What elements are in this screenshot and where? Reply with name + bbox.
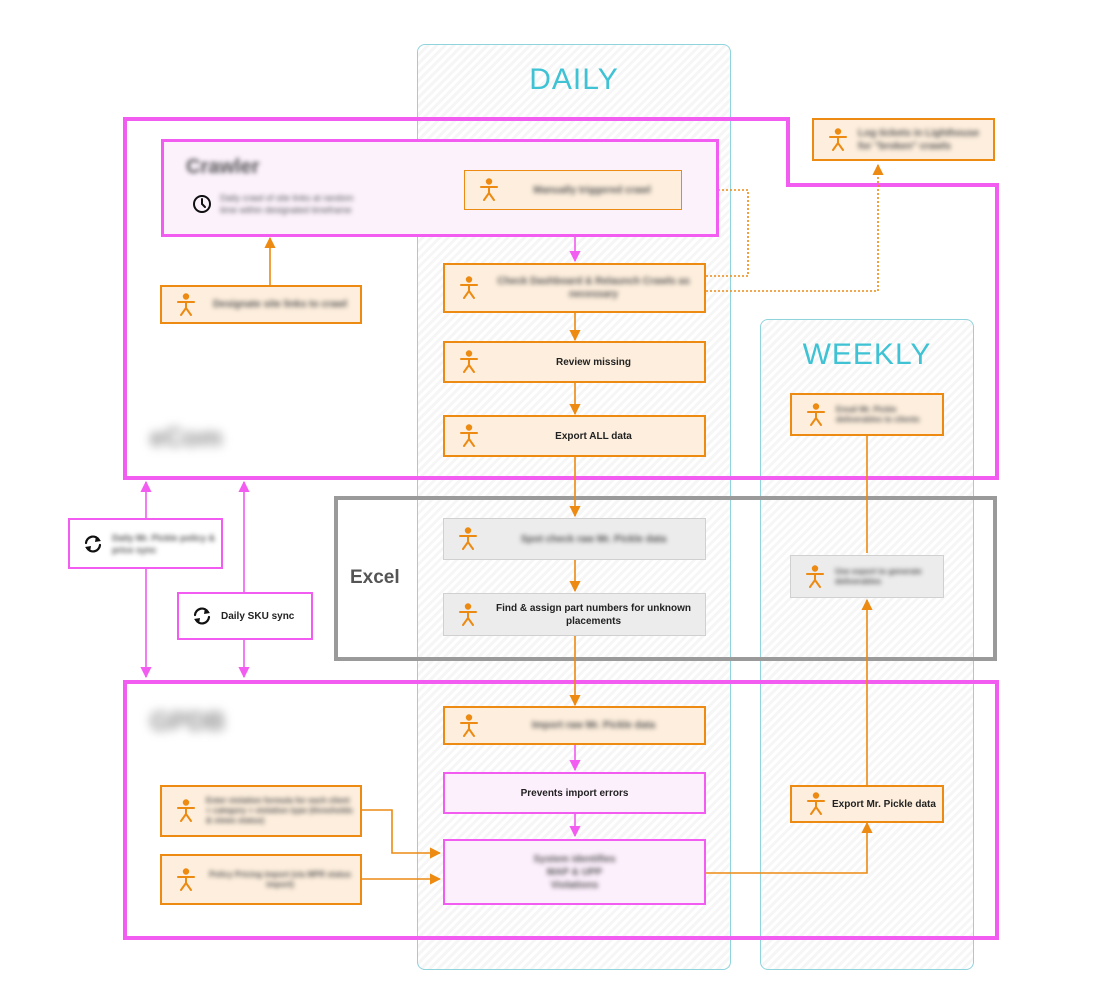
task-email-deliverables[interactable]: Email Mr. Pickle deliverables to clients xyxy=(790,393,944,436)
task-export-all[interactable]: Export ALL data xyxy=(443,415,706,457)
task-system-identifies-label: System identifies MAP & UPP Violations xyxy=(533,853,616,891)
refresh-icon xyxy=(84,534,102,553)
daily-lane-title: DAILY xyxy=(529,63,619,96)
task-email-deliverables-label: Email Mr. Pickle deliverables to clients xyxy=(836,404,920,424)
sync-daily-mr-pickle-label: Daily Mr. Pickle policy & price sync xyxy=(112,532,216,555)
task-enter-violation[interactable]: Enter violation formula for each client … xyxy=(160,785,362,837)
sync-daily-mr-pickle[interactable]: Daily Mr. Pickle policy & price sync xyxy=(68,518,223,569)
gpdb-region xyxy=(123,680,999,940)
task-spot-check-label: Spot check raw Mr. Pickle data xyxy=(520,533,667,545)
person-icon xyxy=(460,713,478,737)
task-export-all-label: Export ALL data xyxy=(555,430,632,442)
task-policy-pricing[interactable]: Policy Pricing import (via MPR status im… xyxy=(160,854,362,905)
task-manually-triggered[interactable]: Manually triggered crawl xyxy=(464,170,682,210)
task-system-identifies[interactable]: System identifies MAP & UPP Violations xyxy=(443,839,706,905)
task-manually-triggered-label: Manually triggered crawl xyxy=(533,184,651,196)
task-import-raw-label: Import raw Mr. Pickle data xyxy=(531,720,656,731)
crawler-box: Crawler Daily crawl of site links at ran… xyxy=(161,139,719,237)
task-enter-violation-label: Enter violation formula for each client … xyxy=(206,796,353,825)
clock-icon xyxy=(193,195,211,213)
person-icon xyxy=(480,178,498,201)
task-log-tickets-label: Log tickets in Lighthouse for "broken" c… xyxy=(858,127,980,152)
person-icon xyxy=(459,527,477,550)
task-review-missing-label: Review missing xyxy=(555,356,632,368)
task-export-mr-pickle-label: Export Mr. Pickle data xyxy=(832,798,936,810)
person-icon xyxy=(177,867,195,891)
refresh-icon xyxy=(193,607,211,625)
excel-region xyxy=(334,496,997,661)
task-import-raw[interactable]: Import raw Mr. Pickle data xyxy=(443,706,706,745)
person-icon xyxy=(177,292,195,316)
person-icon xyxy=(806,564,824,588)
person-icon xyxy=(460,276,478,299)
task-check-dashboard-label: Check Dashboard & Relaunch Crawls as nec… xyxy=(497,276,690,300)
sync-daily-sku-label: Daily SKU sync xyxy=(221,610,295,622)
task-prevents-errors-label: Prevents import errors xyxy=(520,787,629,799)
person-icon xyxy=(177,799,195,822)
sync-daily-sku[interactable]: Daily SKU sync xyxy=(177,592,313,640)
person-icon xyxy=(459,602,477,626)
dotted-check-to-log xyxy=(706,163,884,292)
task-export-mr-pickle[interactable]: Export Mr. Pickle data xyxy=(790,785,944,823)
excel-label: Excel xyxy=(350,567,400,588)
task-use-export[interactable]: Use export to generate deliverables xyxy=(790,555,944,598)
person-icon xyxy=(460,424,478,447)
task-find-assign[interactable]: Find & assign part numbers for unknown p… xyxy=(443,593,706,636)
crawler-title: Crawler xyxy=(186,156,260,178)
task-log-tickets[interactable]: Log tickets in Lighthouse for "broken" c… xyxy=(812,118,995,161)
crawler-description: Daily crawl of site links at random time… xyxy=(220,193,354,215)
task-policy-pricing-label: Policy Pricing import (via MPR status im… xyxy=(209,869,351,889)
task-review-missing[interactable]: Review missing xyxy=(443,341,706,383)
person-icon xyxy=(807,402,825,426)
person-icon xyxy=(460,350,478,373)
task-designate-links-label: Designate site links to crawl xyxy=(213,299,347,310)
person-icon xyxy=(829,127,847,151)
gpdb-label: GPDB xyxy=(150,706,226,736)
person-icon xyxy=(807,792,825,815)
task-find-assign-label: Find & assign part numbers for unknown p… xyxy=(495,602,691,627)
task-use-export-label: Use export to generate deliverables xyxy=(835,566,922,586)
task-designate-links[interactable]: Designate site links to crawl xyxy=(160,285,362,324)
task-spot-check[interactable]: Spot check raw Mr. Pickle data xyxy=(443,518,706,560)
task-prevents-errors[interactable]: Prevents import errors xyxy=(443,772,706,814)
task-check-dashboard[interactable]: Check Dashboard & Relaunch Crawls as nec… xyxy=(443,263,706,313)
ecom-label: eCom xyxy=(150,422,223,452)
weekly-lane-title: WEEKLY xyxy=(802,338,932,371)
